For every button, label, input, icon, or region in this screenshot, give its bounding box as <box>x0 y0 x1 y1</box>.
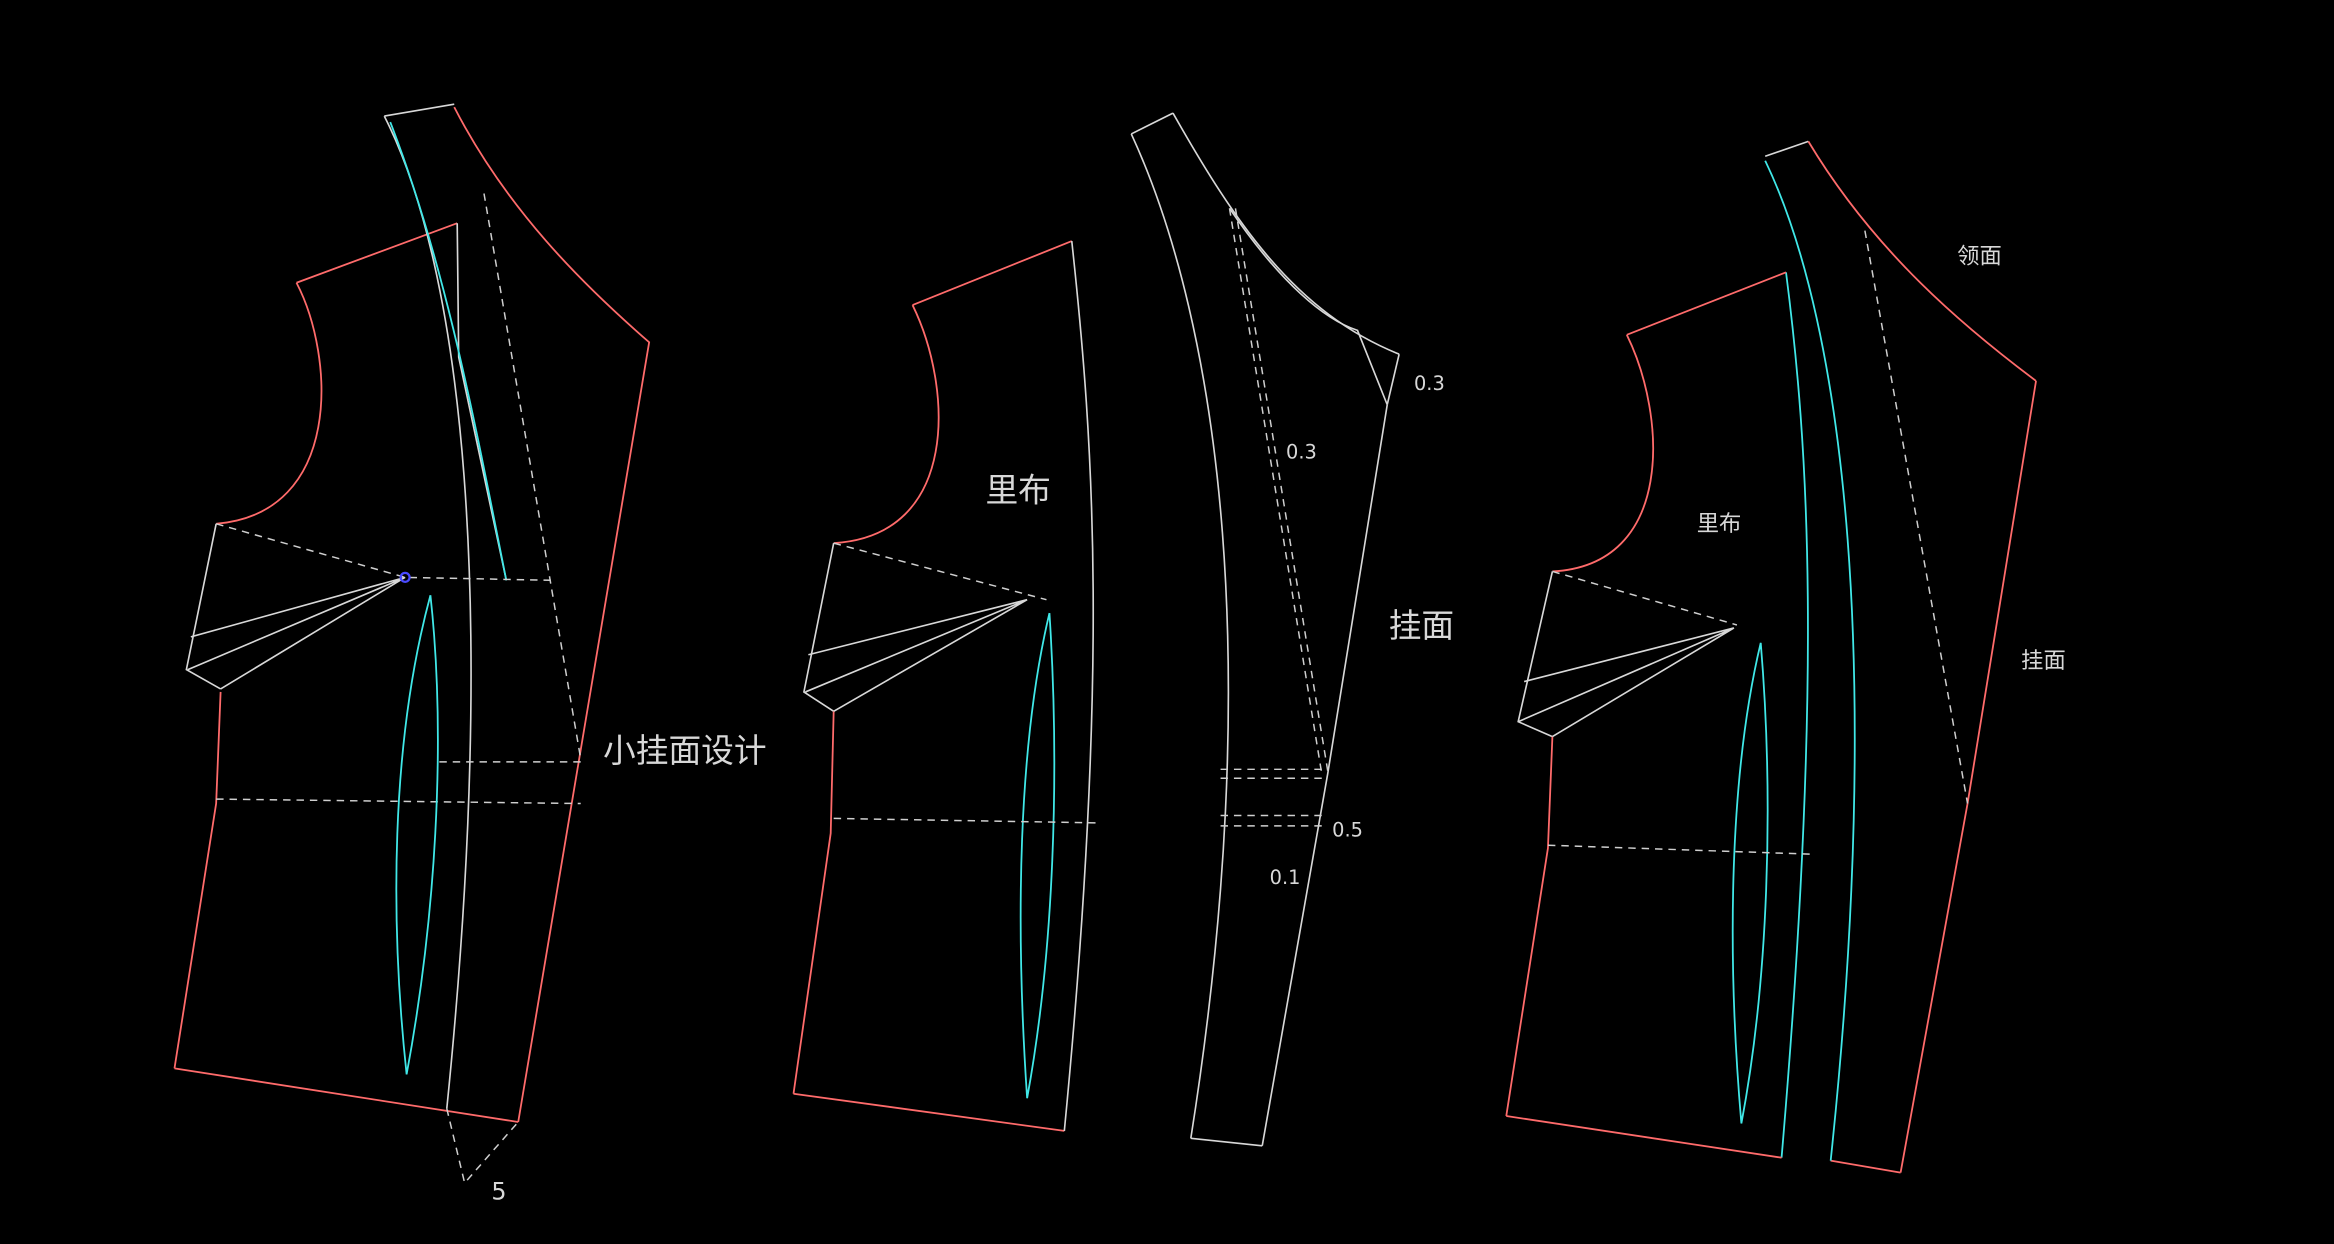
bust-line <box>215 523 554 582</box>
collar-top <box>1130 112 1174 135</box>
facing-edge-outer <box>1764 160 1856 1161</box>
shoulder-line <box>1626 271 1787 336</box>
measure-0-5: 0.5 <box>1332 818 1363 841</box>
piece-combined: 领面 里布 挂面 <box>1505 140 2066 1174</box>
side-seam <box>1505 736 1554 1117</box>
front-edge <box>1261 404 1389 1146</box>
side-seam <box>173 691 222 1069</box>
bust-point-marker[interactable] <box>399 571 411 583</box>
side-seam <box>792 711 835 1094</box>
neck-curve <box>1807 140 2037 382</box>
neck-curve <box>1172 112 1400 355</box>
measure-0-3-a: 0.3 <box>1414 372 1445 395</box>
roll-line <box>389 121 508 581</box>
armhole-curve <box>216 282 323 525</box>
facing-label: 挂面 <box>2021 648 2066 674</box>
front-edge <box>1063 240 1095 1131</box>
hem-line <box>1506 1115 1782 1159</box>
bust-line <box>833 542 1047 601</box>
armhole-curve <box>1552 334 1655 573</box>
facing-inner-line <box>456 223 508 581</box>
armhole-curve <box>833 304 940 545</box>
dart-fan <box>805 598 1028 712</box>
lining-front-edge <box>1780 272 1809 1158</box>
lining-label: 里布 <box>985 471 1050 509</box>
front-edge <box>453 106 651 1123</box>
neck-curve-offset <box>1228 207 1388 406</box>
dart-fan <box>1517 627 1735 738</box>
piece-title: 小挂面设计 <box>603 732 767 770</box>
front-edge <box>1899 380 2037 1173</box>
waist-dart <box>1731 642 1769 1124</box>
roll-line-double <box>1228 208 1329 774</box>
side-dart-edge <box>1517 571 1554 738</box>
side-dart-edge <box>185 523 222 690</box>
shoulder-line <box>912 240 1073 306</box>
notch <box>1386 353 1400 405</box>
piece-lining: 里布 <box>792 240 1099 1132</box>
side-dart-edge <box>803 542 835 712</box>
measure-5: 5 <box>491 1177 506 1205</box>
hem-line <box>174 1067 519 1123</box>
measure-0-1: 0.1 <box>1270 866 1301 889</box>
facing-inner-edge <box>1130 133 1230 1139</box>
collar-top <box>1764 140 1809 158</box>
measure-0-3-b: 0.3 <box>1286 440 1317 463</box>
piece-small-facing-design: 5 小挂面设计 <box>173 103 767 1205</box>
waist-guide <box>833 817 1099 824</box>
guide-lines <box>1220 768 1325 827</box>
waist-guide-2 <box>216 798 581 805</box>
lining-label: 里布 <box>1697 511 1742 537</box>
roll-line <box>1864 230 1969 804</box>
facing-hem <box>1830 1159 1901 1174</box>
shoulder-line <box>296 222 458 284</box>
waist-dart <box>1019 612 1056 1099</box>
dart-fan <box>187 576 406 690</box>
hem-line <box>793 1092 1065 1132</box>
lapel-guide <box>483 193 582 760</box>
waist-dart <box>395 594 439 1075</box>
facing-label: 挂面 <box>1389 607 1454 645</box>
waist-guide <box>1547 844 1810 855</box>
bust-line <box>1552 570 1738 626</box>
hem-line <box>1190 1137 1263 1147</box>
collar-label: 领面 <box>1957 243 2002 269</box>
piece-facing: 0.3 0.3 0.5 0.1 挂面 <box>1130 112 1454 1147</box>
collar-top <box>384 103 455 117</box>
